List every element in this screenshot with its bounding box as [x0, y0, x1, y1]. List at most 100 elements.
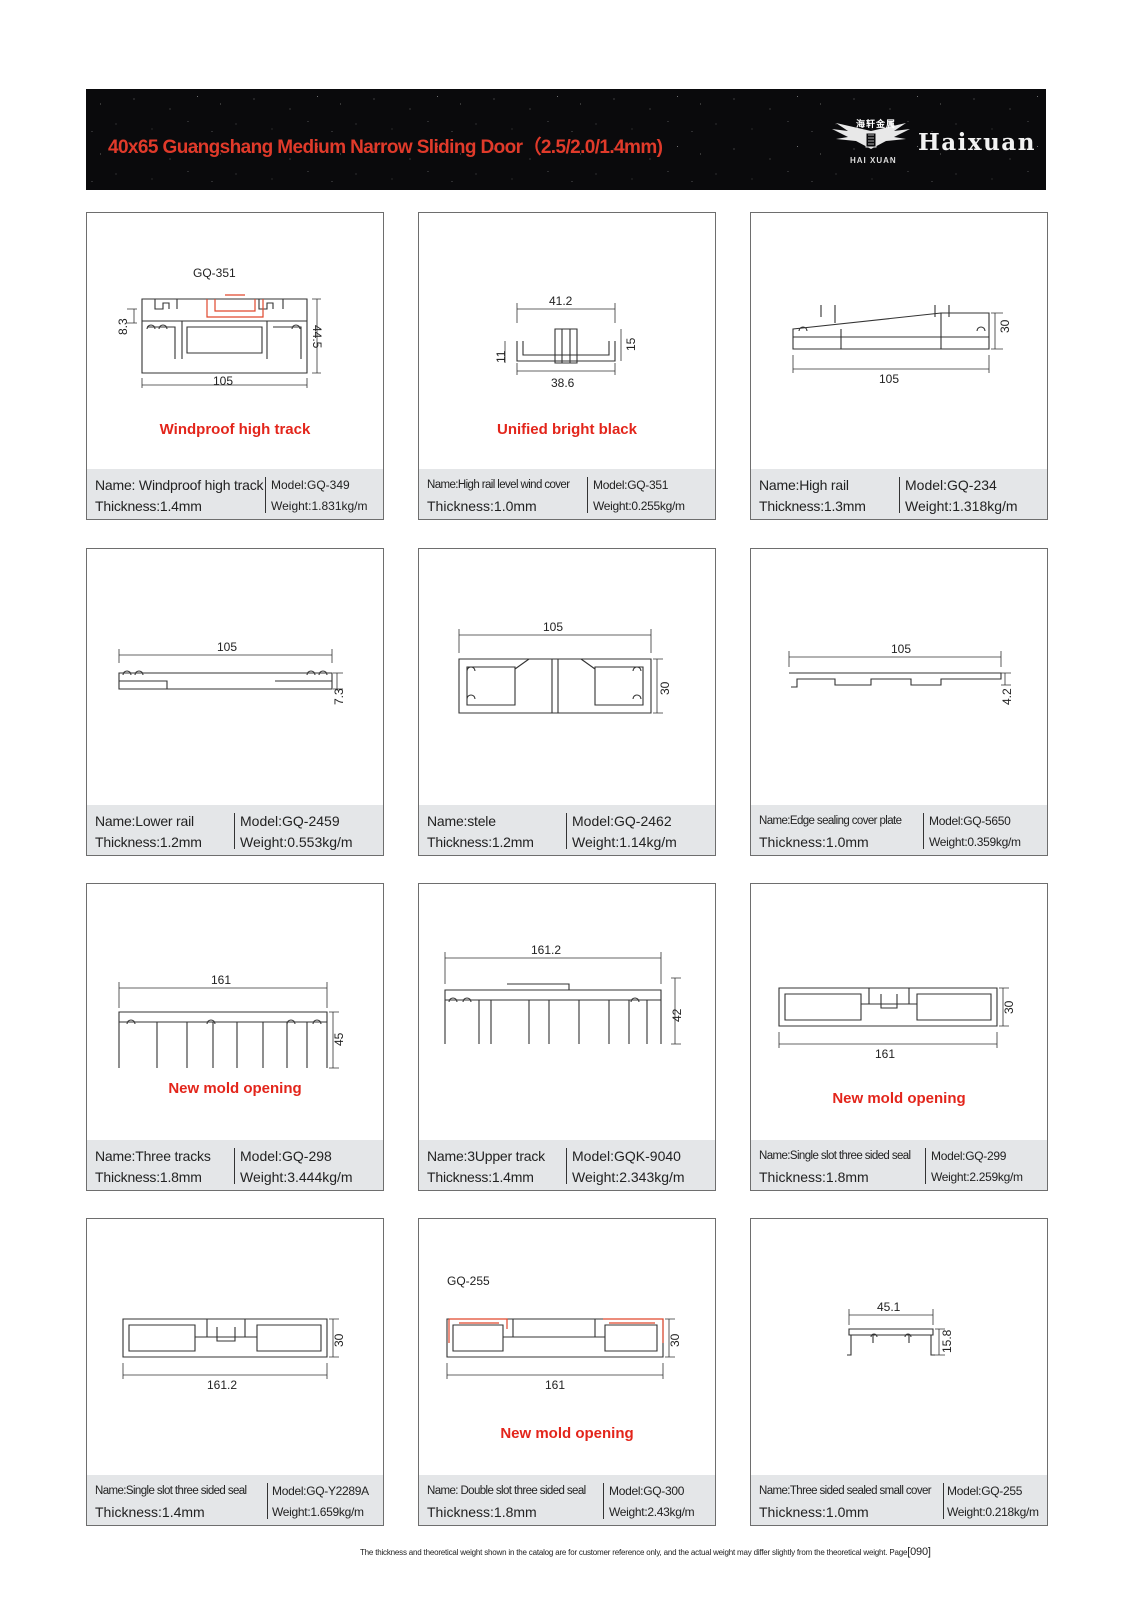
product-thickness: Thickness:1.8mm [95, 1169, 202, 1185]
product-thickness: Thickness:1.4mm [95, 1504, 205, 1520]
product-name: Name:High rail level wind cover [427, 479, 570, 491]
dimension-right: 30 [668, 1333, 682, 1347]
product-weight: Weight:1.14kg/m [572, 834, 677, 850]
profile-drawing: 105 30 [419, 549, 715, 806]
dimension-width: 161.2 [207, 1378, 237, 1392]
product-model: Model:GQ-255 [947, 1484, 1023, 1498]
product-card: 41.2 38.6 11 15 Unified bright black Nam… [418, 212, 716, 520]
product-name: Name:Lower rail [95, 813, 194, 829]
product-thickness: Thickness:1.4mm [95, 498, 202, 514]
product-thickness: Thickness:1.4mm [427, 1169, 534, 1185]
product-note: Windproof high track [159, 421, 311, 438]
product-weight: Weight:0.218kg/m [947, 1505, 1039, 1519]
product-weight: Weight:0.255kg/m [593, 499, 685, 513]
profile-drawing: 105 4.2 [751, 549, 1047, 806]
product-model: Model:GQ-2459 [240, 813, 340, 829]
dimension-width: 105 [543, 620, 563, 634]
dimension-right: 4.2 [1000, 688, 1014, 705]
dimension-right: 30 [658, 681, 672, 695]
eagle-logo-icon [832, 123, 910, 149]
profile-drawing: 45.1 15.8 [751, 1219, 1047, 1476]
header-banner: 40x65 Guangshang Medium Narrow Sliding D… [86, 89, 1046, 190]
product-model: Model:GQ-299 [931, 1149, 1007, 1163]
profile-label: GQ-255 [447, 1274, 490, 1288]
dimension-width: 105 [217, 640, 237, 654]
product-model: Model:GQ-349 [271, 478, 350, 492]
product-note: Unified bright black [496, 421, 637, 438]
product-weight: Weight:1.318kg/m [905, 498, 1018, 514]
profile-drawing: GQ-351 105 8.3 44.5 Windproof high track [87, 213, 383, 470]
product-weight: Weight:3.444kg/m [240, 1169, 353, 1185]
product-name: Name:High rail [759, 477, 849, 493]
dimension-right: 30 [998, 319, 1012, 333]
dimension-right: 15.8 [940, 1329, 954, 1353]
product-model: Model:GQK-9040 [572, 1148, 681, 1164]
product-weight: Weight:0.359kg/m [929, 835, 1021, 849]
footer-disclaimer: The thickness and theoretical weight sho… [360, 1546, 931, 1558]
product-model: Model:GQ-2462 [572, 813, 672, 829]
product-thickness: Thickness:1.0mm [759, 834, 869, 850]
product-note: New mold opening [168, 1080, 302, 1097]
dimension-right: 30 [1002, 1000, 1016, 1014]
dimension-width: 105 [879, 372, 899, 386]
product-card: 45.1 15.8 Name:Three sided sealed small … [750, 1218, 1048, 1526]
product-card: GQ-351 105 8.3 44.5 Windproof high track… [86, 212, 384, 520]
dimension-left: 11 [494, 350, 508, 363]
profile-drawing: 161 45 New mold opening [87, 884, 383, 1141]
product-thickness: Thickness:1.0mm [427, 498, 537, 514]
product-weight: Weight:2.43kg/m [609, 1505, 695, 1519]
product-model: Model:GQ-5650 [929, 814, 1011, 828]
product-name: Name:3Upper track [427, 1148, 545, 1164]
product-model: Model:GQ-234 [905, 477, 997, 493]
dimension-right: 42 [670, 1008, 684, 1022]
dimension-width: 161 [545, 1378, 565, 1392]
page-title: 40x65 Guangshang Medium Narrow Sliding D… [108, 137, 663, 158]
product-name: Name:Three sided sealed small cover [759, 1485, 932, 1497]
dimension-right: 44.5 [310, 325, 324, 349]
product-name: Name: Double slot three sided seal [427, 1485, 586, 1497]
product-name: Name:Single slot three sided seal [759, 1150, 911, 1162]
product-weight: Weight:1.659kg/m [272, 1505, 364, 1519]
product-model: Model:GQ-Y2289A [272, 1484, 369, 1498]
product-model: Model:GQ-300 [609, 1484, 685, 1498]
product-name: Name:Single slot three sided seal [95, 1485, 247, 1497]
profile-drawing: 41.2 38.6 11 15 Unified bright black [419, 213, 715, 470]
product-thickness: Thickness:1.0mm [759, 1504, 869, 1520]
dimension-right: 15 [624, 337, 638, 351]
product-weight: Weight:2.343kg/m [572, 1169, 685, 1185]
dimension-bottom: 38.6 [551, 376, 575, 390]
logo-english-text: HAI XUAN [850, 156, 897, 165]
product-thickness: Thickness:1.2mm [95, 834, 202, 850]
product-thickness: Thickness:1.3mm [759, 498, 866, 514]
profile-drawing: 105 30 [751, 213, 1047, 470]
product-note: New mold opening [832, 1090, 966, 1107]
product-card: 161 30 New mold opening Name:Single slot… [750, 883, 1048, 1191]
product-name: Name:Edge sealing cover plate [759, 815, 902, 827]
profile-drawing: GQ-255 161 30 New mold opening [419, 1219, 715, 1476]
dimension-width: 161.2 [531, 943, 561, 957]
product-card: 161.2 30 Name:Single slot three sided se… [86, 1218, 384, 1526]
product-thickness: Thickness:1.8mm [759, 1169, 869, 1185]
dimension-width: 105 [891, 642, 911, 656]
profile-drawing: 161.2 30 [87, 1219, 383, 1476]
profile-drawing: 161.2 42 [419, 884, 715, 1141]
product-thickness: Thickness:1.8mm [427, 1504, 537, 1520]
product-weight: Weight:1.831kg/m [271, 499, 368, 513]
dimension-width: 161 [211, 973, 231, 987]
dimension-width: 161 [875, 1047, 895, 1061]
